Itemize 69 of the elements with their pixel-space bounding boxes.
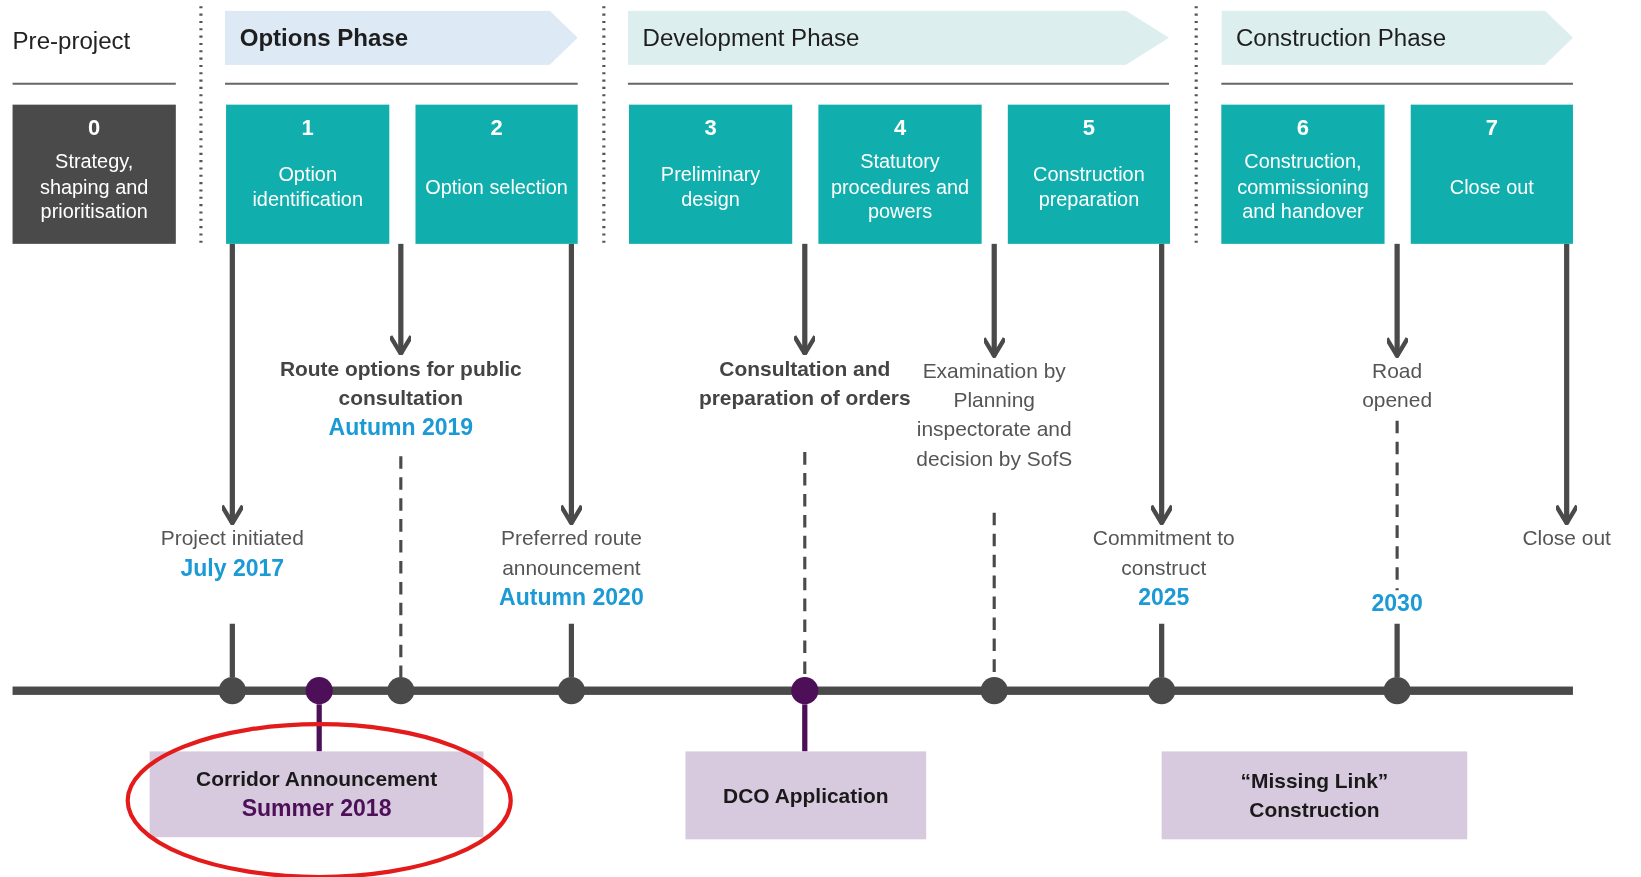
event-date: Summer 2018 — [241, 793, 392, 824]
event-title: DCO Application — [723, 782, 889, 809]
connector-line — [316, 704, 322, 752]
stage-title: Close out — [1449, 174, 1534, 200]
event-title: “Missing Link” Construction — [1239, 768, 1390, 824]
arrow — [1554, 243, 1580, 526]
stage-box — [12, 104, 176, 244]
stage-number: 7 — [1485, 115, 1498, 141]
stage-number: 2 — [490, 115, 503, 141]
connector-line — [568, 623, 575, 678]
milestone-label: Road opened — [1361, 357, 1434, 414]
stage-number: 3 — [704, 115, 717, 141]
stage-title: Option identification — [251, 162, 364, 212]
stage-title: Strategy, shaping and prioritisation — [39, 149, 150, 225]
arrow — [792, 243, 818, 356]
phase-title: Construction Phase — [1235, 23, 1447, 52]
event-title: Corridor Announcement — [196, 765, 438, 792]
stage-box — [1410, 104, 1573, 244]
stage-title: Construction, commissioning and handover — [1236, 149, 1370, 225]
arrow — [1384, 243, 1410, 358]
dashed-connector — [1395, 420, 1399, 591]
stage-box — [226, 104, 390, 244]
milestone-date: 2030 — [1371, 590, 1423, 618]
phase-title: Options Phase — [239, 23, 409, 52]
arrow — [388, 243, 414, 356]
connector-line — [229, 623, 235, 678]
connector-line — [802, 704, 808, 752]
milestone-label: Project initiated — [160, 525, 304, 552]
milestone-dot — [791, 677, 819, 705]
phase-banner — [1221, 10, 1573, 65]
arrow — [219, 243, 245, 526]
phase-title: Development Phase — [642, 23, 860, 52]
arrow — [981, 243, 1007, 358]
event-box — [149, 751, 484, 838]
stage-box — [628, 104, 793, 244]
stage-number: 4 — [893, 115, 907, 141]
milestone-date: Autumn 2020 — [499, 582, 644, 613]
stage-box — [1007, 104, 1171, 244]
connector-line — [1159, 623, 1165, 678]
event-box — [685, 751, 927, 840]
milestone-label: Route options for public consultation — [278, 355, 523, 412]
stage-title: Option selection — [425, 174, 568, 200]
stage-title: Preliminary design — [659, 162, 762, 212]
stage-title: Statutory procedures and powers — [829, 149, 971, 225]
milestone-label: Commitment to construct — [1091, 525, 1236, 581]
stage-number: 6 — [1296, 115, 1310, 141]
arrow — [558, 243, 585, 526]
stage-box — [1221, 104, 1385, 244]
milestone-date: July 2017 — [180, 553, 285, 583]
stage-number: 0 — [88, 115, 101, 141]
stage-box — [415, 104, 578, 244]
phase-banner — [225, 10, 578, 65]
milestone-date: 2025 — [1138, 582, 1190, 613]
milestone-date: Autumn 2019 — [328, 413, 474, 443]
milestone-label: Consultation and preparation of orders — [697, 355, 912, 412]
milestone-dot — [305, 677, 333, 705]
stage-number: 1 — [301, 115, 314, 141]
event-box — [1161, 751, 1468, 840]
dashed-connector — [399, 456, 403, 678]
stage-number: 5 — [1082, 115, 1096, 141]
milestone-label: Close out — [1522, 525, 1611, 552]
stage-title: Construction preparation — [1032, 162, 1146, 212]
milestone-label: Preferred route announcement — [500, 525, 643, 581]
milestone-label: Examination by Planning inspectorate and decision by SofS — [915, 357, 1074, 472]
arrow — [1149, 243, 1175, 526]
connector-line — [1394, 623, 1400, 678]
phase-title: Pre-project — [12, 26, 131, 55]
phase-banner — [627, 10, 1169, 65]
stage-box — [818, 104, 982, 244]
